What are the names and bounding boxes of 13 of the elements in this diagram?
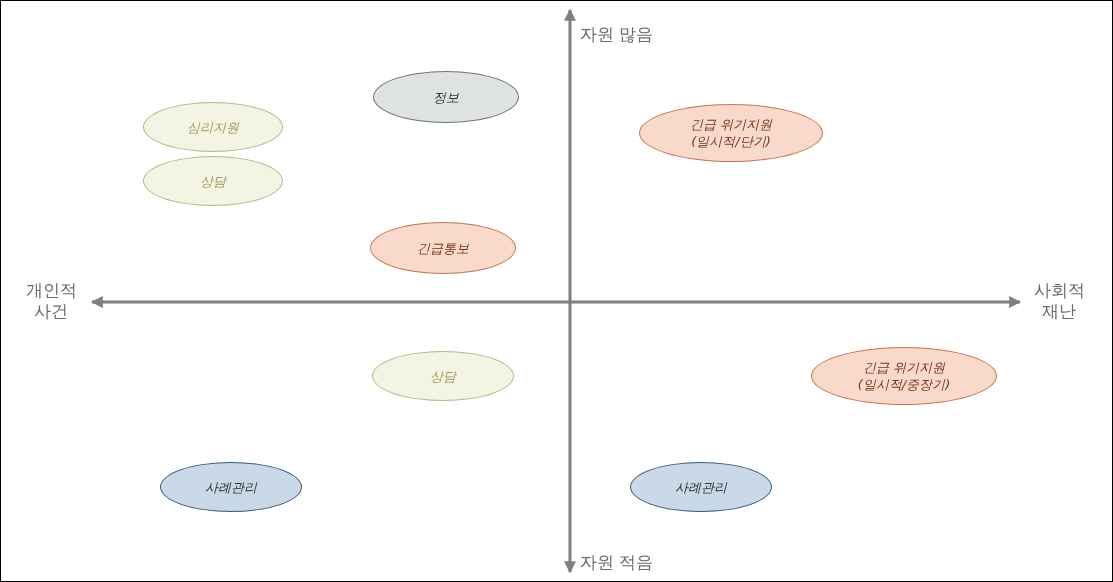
node-label: 사례관리 <box>675 478 727 496</box>
axis-label: 자원 적음 <box>580 552 654 573</box>
node-label: 상담 <box>200 172 226 190</box>
axis-label: 개인적 사건 <box>24 280 78 322</box>
axis-label: 자원 많음 <box>580 24 654 45</box>
node-label: 긴급 위기지원 (일시적/단기) <box>688 116 774 150</box>
node-label: 긴급통보 <box>417 239 469 257</box>
node-label: 긴급 위기지원 (일시적/중장기) <box>856 359 952 393</box>
node-label: 사례관리 <box>205 478 257 496</box>
node-label: 정보 <box>433 88 459 106</box>
node-label: 상담 <box>430 367 456 385</box>
node-label: 심리지원 <box>187 118 239 136</box>
axis-label: 사회적 재난 <box>1032 280 1086 322</box>
